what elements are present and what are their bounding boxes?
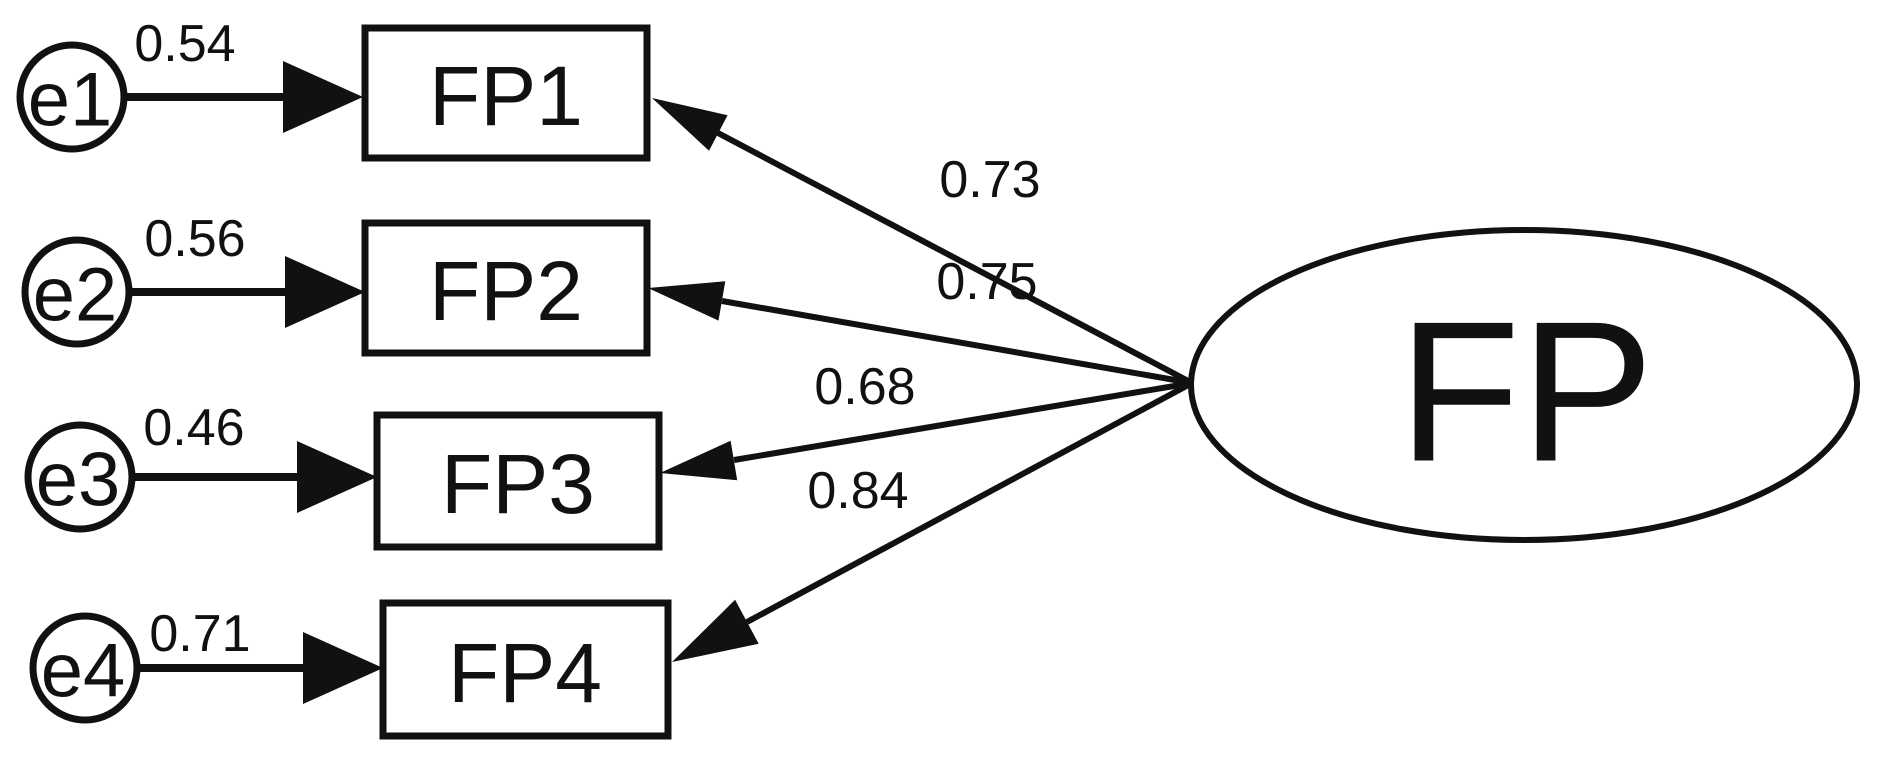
error-label-e4: e4 bbox=[41, 629, 126, 714]
indicator-box-fp3 bbox=[373, 411, 663, 551]
error-circle-e2 bbox=[21, 236, 133, 348]
indicator-box-fp2 bbox=[361, 219, 651, 357]
indicator-label-fp4: FP4 bbox=[448, 626, 602, 720]
error-circle-e4 bbox=[29, 612, 141, 724]
error-label-e3: e3 bbox=[36, 438, 121, 523]
latent-ellipse-fp bbox=[1188, 227, 1860, 543]
indicator-node-fp1: FP1 bbox=[361, 24, 651, 162]
error-arrowhead-e1 bbox=[283, 61, 363, 133]
latent-node-fp: FP bbox=[1188, 227, 1860, 543]
loading-value-fp4: 0.84 bbox=[807, 462, 908, 520]
error-weight-e2: 0.56 bbox=[144, 210, 245, 268]
loading-line-fp2 bbox=[721, 298, 1193, 386]
error-weight-e3: 0.46 bbox=[143, 399, 244, 457]
indicator-node-fp2: FP2 bbox=[361, 219, 651, 357]
error-label-e2: e2 bbox=[33, 253, 118, 338]
loading-value-fp1: 0.73 bbox=[939, 151, 1040, 209]
error-node-e2: e2 bbox=[21, 236, 133, 348]
error-arrowhead-e2 bbox=[285, 256, 365, 328]
error-circle-e3 bbox=[24, 421, 136, 533]
loading-path-fp2: 0.75 bbox=[648, 253, 1193, 386]
loading-arrowhead-fp1 bbox=[652, 98, 728, 151]
error-arrowhead-e4 bbox=[303, 632, 383, 704]
indicator-node-fp4: FP4 bbox=[379, 599, 672, 740]
error-weight-e4: 0.71 bbox=[149, 605, 250, 663]
loading-path-fp4: 0.84 bbox=[672, 380, 1194, 662]
error-label-e1: e1 bbox=[28, 58, 113, 143]
error-node-e1: e1 bbox=[16, 41, 128, 153]
error-circle-e1 bbox=[16, 41, 128, 153]
indicator-label-fp1: FP1 bbox=[429, 49, 583, 143]
loading-line-fp1 bbox=[716, 130, 1194, 386]
error-path-e2: 0.56 bbox=[129, 210, 365, 328]
loading-path-fp1: 0.73 bbox=[652, 98, 1194, 386]
indicator-box-fp1 bbox=[361, 24, 651, 162]
loading-value-fp3: 0.68 bbox=[814, 358, 915, 416]
loading-arrowhead-fp4 bbox=[672, 599, 759, 662]
loading-path-fp3: 0.68 bbox=[660, 358, 1193, 481]
error-weight-e1: 0.54 bbox=[134, 15, 235, 73]
loading-arrowhead-fp2 bbox=[648, 281, 726, 321]
loading-line-fp4 bbox=[745, 380, 1194, 625]
indicator-label-fp3: FP3 bbox=[441, 437, 595, 531]
error-path-e3: 0.46 bbox=[132, 399, 377, 513]
error-node-e4: e4 bbox=[29, 612, 141, 724]
error-path-e4: 0.71 bbox=[137, 605, 383, 704]
loading-line-fp3 bbox=[733, 380, 1193, 463]
indicator-box-fp4 bbox=[379, 599, 672, 740]
indicator-node-fp3: FP3 bbox=[373, 411, 663, 551]
error-node-e3: e3 bbox=[24, 421, 136, 533]
loading-value-fp2: 0.75 bbox=[936, 253, 1037, 311]
error-path-e1: 0.54 bbox=[124, 15, 363, 133]
loading-arrowhead-fp3 bbox=[660, 440, 738, 481]
latent-label-fp: FP bbox=[1398, 281, 1654, 504]
error-arrowhead-e3 bbox=[297, 441, 377, 513]
indicator-label-fp2: FP2 bbox=[429, 244, 583, 338]
